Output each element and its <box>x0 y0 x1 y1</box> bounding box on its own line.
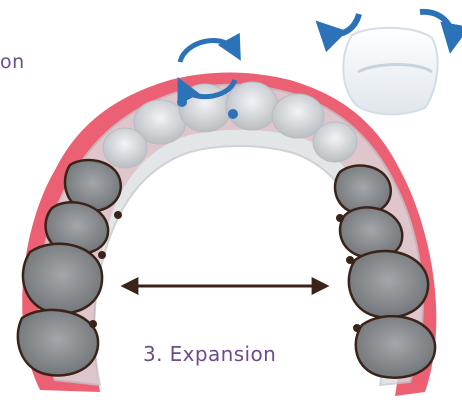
right-molars <box>335 166 435 378</box>
expansion-caption: 3. Expansion <box>143 342 276 366</box>
left-molars <box>18 160 122 376</box>
aligner-attachment-icon <box>324 12 452 115</box>
